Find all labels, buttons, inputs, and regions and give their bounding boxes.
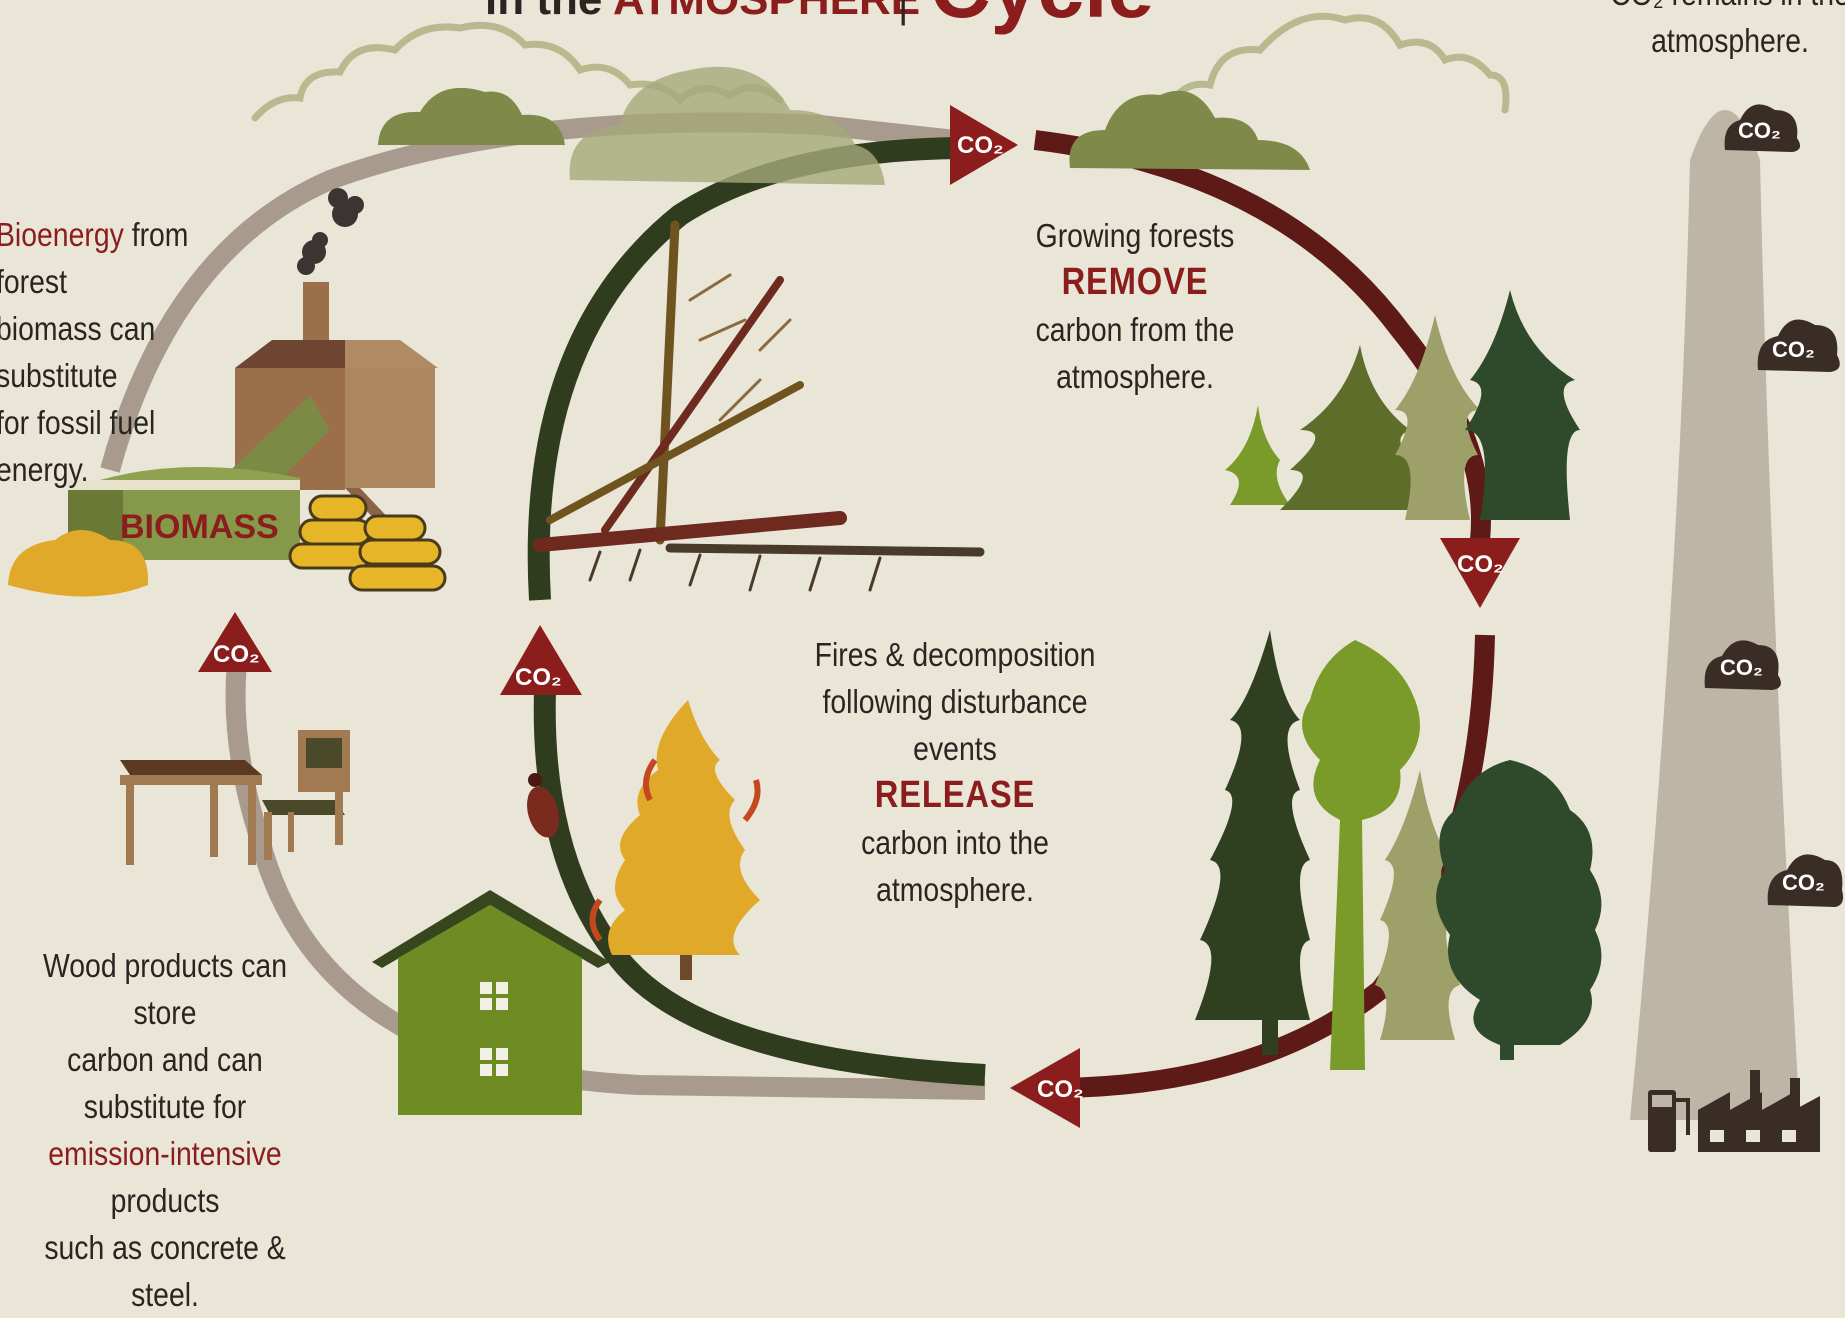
header-divider: | <box>898 0 909 26</box>
log-pile-icon <box>288 494 447 592</box>
svg-text:CO₂: CO₂ <box>515 664 562 691</box>
co2-remains-text: CO₂ remains in the atmosphere. <box>1610 0 1845 59</box>
smoke-icon <box>297 188 364 275</box>
svg-text:CO₂: CO₂ <box>1037 1076 1084 1103</box>
biomass-label: BIOMASS <box>120 508 279 546</box>
mature-tree-icon <box>1195 630 1602 1070</box>
house-icon <box>372 890 610 1115</box>
co2-label: CO₂ CO₂ CO₂ CO₂ CO₂ <box>213 132 1504 1103</box>
bioenergy-text: Bioenergy from forest biomass can substi… <box>0 216 189 488</box>
svg-text:CO₂: CO₂ <box>1738 118 1781 143</box>
co2-cloud-icon <box>1704 104 1844 907</box>
header-title: in the ATMOSPHERE <box>485 0 920 22</box>
young-tree-icon <box>1225 290 1580 520</box>
growing-forests-text: Growing forests REMOVE carbon from the a… <box>1035 217 1235 395</box>
disturbance-arc <box>527 137 986 1086</box>
svg-text:CO₂: CO₂ <box>1457 551 1504 578</box>
forest-growth-arc-lower <box>1059 634 1495 1098</box>
svg-text:CO₂: CO₂ <box>1720 655 1763 680</box>
fires-text: Fires & decomposition following disturba… <box>814 636 1096 908</box>
diagram-artwork: CO₂ CO₂ CO₂ CO₂ CO₂ BIOMASS <box>8 12 1844 1152</box>
dead-tree-icon <box>533 220 985 592</box>
factory-icon <box>1648 1070 1820 1152</box>
wood-products-text: Wood products can store carbon and can s… <box>42 947 287 1313</box>
svg-text:CO₂: CO₂ <box>957 132 1004 159</box>
co2-cloud-label: CO₂ CO₂ CO₂ CO₂ <box>1720 118 1825 895</box>
cloud-icon <box>378 87 1310 170</box>
cloud-icon <box>569 66 885 185</box>
svg-text:CO₂: CO₂ <box>1772 337 1815 362</box>
beetle-icon <box>527 773 559 838</box>
header-cycle: Cycle <box>930 0 1154 30</box>
pollution-column-icon <box>1630 110 1800 1120</box>
svg-text:CO₂: CO₂ <box>1782 870 1825 895</box>
svg-text:CO₂: CO₂ <box>213 641 260 668</box>
co2-arrow-icon <box>198 105 1520 1128</box>
furniture-icon <box>120 730 350 865</box>
biomass-plant-icon <box>8 282 438 597</box>
fire-tree-icon <box>589 700 761 980</box>
